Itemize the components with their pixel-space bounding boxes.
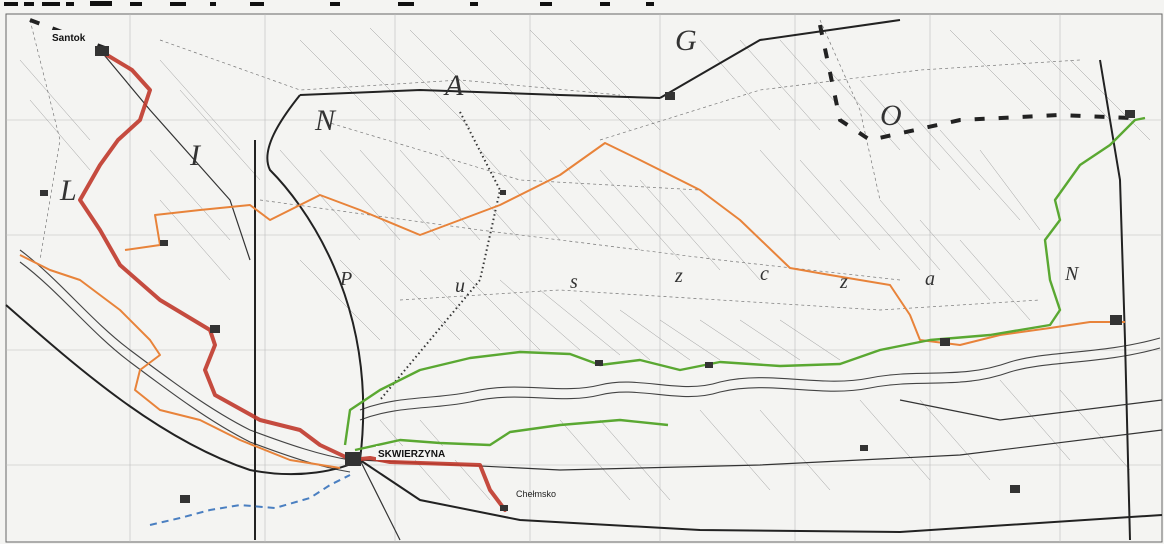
forest-letter-c: c — [760, 263, 769, 285]
region-letter-o: O — [880, 99, 902, 132]
town-label-chelmsko: Chełmsko — [516, 489, 556, 499]
forest-letter-p: P — [339, 268, 352, 290]
grid-lines — [6, 14, 1162, 542]
dotted-railway — [379, 111, 502, 401]
region-letter-l: L — [59, 174, 77, 207]
forest-letter-s: s — [570, 271, 578, 293]
santok-label-box — [50, 30, 94, 44]
map-frame — [5, 13, 1163, 543]
roads — [99, 49, 1163, 541]
forest-letter-z2: z — [839, 271, 848, 293]
region-letter-a: A — [443, 69, 464, 102]
region-letter-g: G — [675, 24, 697, 57]
route-green — [343, 116, 1146, 452]
header-strip — [4, 1, 654, 6]
dashed-tracks — [29, 19, 1081, 311]
forest-letter-u: u — [455, 275, 465, 297]
railways — [5, 19, 1163, 541]
town-label-skwierzyna: SKWIERZYNA — [378, 449, 445, 460]
skwierzyna-label-box — [376, 446, 464, 460]
region-letter-i: I — [189, 139, 202, 172]
river-warta — [19, 249, 1161, 473]
route-blue — [149, 474, 351, 526]
railway-dashes — [29, 18, 1131, 143]
settlement-marks — [40, 46, 1135, 511]
route-orange — [19, 142, 1125, 469]
forest-letter-a: a — [925, 268, 935, 290]
forest-letter-z1: z — [674, 265, 683, 287]
region-letter-n: N — [314, 104, 337, 137]
forest-letter-n: N — [1064, 263, 1080, 285]
town-label-santok: Santok — [52, 33, 86, 44]
forest-texture — [19, 27, 1151, 501]
